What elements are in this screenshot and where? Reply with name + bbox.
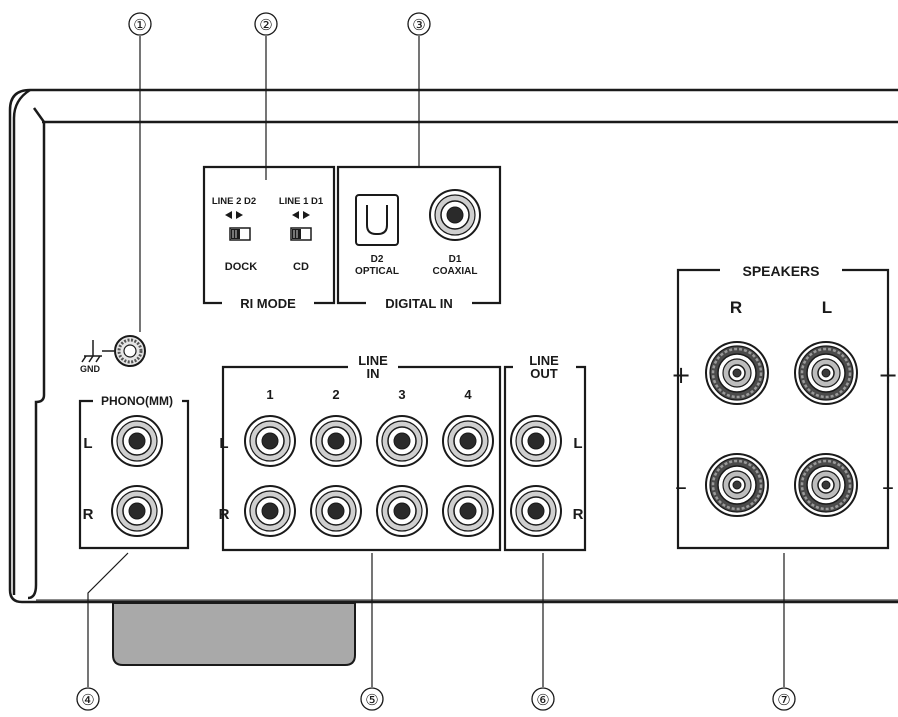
line-in-3-l-jack[interactable] xyxy=(376,415,428,467)
post-center xyxy=(821,368,831,378)
coaxial-id: D1 xyxy=(449,254,462,265)
chassis-outline xyxy=(8,88,898,604)
line-out-right-label: R xyxy=(573,506,584,523)
line-in-channel-1: 1 xyxy=(266,387,273,402)
digital-in-group: DIGITAL IN D2 OPTICAL D1 COAXIAL xyxy=(336,165,502,311)
post-center xyxy=(732,368,742,378)
line-in-title-2: IN xyxy=(367,366,380,381)
callout-markers xyxy=(76,12,796,711)
phono-r-jack[interactable] xyxy=(111,485,163,537)
jack-center-pin xyxy=(527,432,545,450)
line-in-1-l-jack[interactable] xyxy=(244,415,296,467)
callout-numbers: ① ② ③ ④ ⑤ ⑥ ⑦ xyxy=(81,16,790,709)
line-out-title-1: LINE xyxy=(529,353,559,368)
ri-switch-2-top: LINE 1 D1 xyxy=(279,196,324,207)
jack-center-pin xyxy=(446,206,464,224)
jack-center-pin xyxy=(261,432,279,450)
callout-3: ③ xyxy=(412,16,425,34)
line-in-channel-3: 3 xyxy=(398,387,405,402)
speaker-r-plus-terminal[interactable] xyxy=(705,341,769,405)
line-in-2-l-jack[interactable] xyxy=(310,415,362,467)
jack-center-pin xyxy=(128,502,146,520)
line-in-channel-4: 4 xyxy=(464,387,472,402)
jack-center-pin xyxy=(459,432,477,450)
line-in-4-l-jack[interactable] xyxy=(442,415,494,467)
post-knurl-texture xyxy=(711,459,763,511)
phono-right-label: R xyxy=(83,506,94,523)
gnd-screw-knurl xyxy=(117,338,143,364)
jack-center-pin xyxy=(393,432,411,450)
speaker-l-minus-terminal[interactable] xyxy=(794,453,858,517)
speaker-r-minus-terminal[interactable] xyxy=(705,453,769,517)
callout-4: ④ xyxy=(81,691,94,709)
line-out-group: LINE OUT L R xyxy=(503,353,587,552)
callout-6: ⑥ xyxy=(536,691,549,709)
ri-switch-dock[interactable] xyxy=(229,227,251,241)
speaker-minus-right: – xyxy=(882,473,894,501)
ri-switch-1-bottom: DOCK xyxy=(225,261,257,273)
phono-group: PHONO(MM) L R xyxy=(78,394,190,550)
post-center xyxy=(821,480,831,490)
line-in-right-label: R xyxy=(219,506,230,523)
jack-center-pin xyxy=(128,432,146,450)
jack-center-pin xyxy=(527,502,545,520)
line-in-group: LINE IN 1 2 3 4 L R xyxy=(219,353,502,552)
speaker-plus-left: + xyxy=(671,361,691,389)
jack-center-pin xyxy=(327,432,345,450)
line-out-title-2: OUT xyxy=(530,366,558,381)
ri-switch-1-top: LINE 2 D2 xyxy=(212,196,256,207)
speaker-right-label: R xyxy=(730,298,742,317)
optical-id: D2 xyxy=(371,254,384,265)
phono-l-jack[interactable] xyxy=(111,415,163,467)
speaker-l-plus-terminal[interactable] xyxy=(794,341,858,405)
digital-in-title: DIGITAL IN xyxy=(385,296,452,311)
optical-label: OPTICAL xyxy=(355,266,399,277)
callout-leaders xyxy=(87,36,785,687)
speaker-plus-right: + xyxy=(878,361,898,389)
jack-center-pin xyxy=(327,502,345,520)
gnd-terminal: GND xyxy=(80,335,146,374)
line-in-1-r-jack[interactable] xyxy=(244,485,296,537)
line-out-l-jack[interactable] xyxy=(510,415,562,467)
optical-jack[interactable] xyxy=(355,194,399,246)
gnd-label: GND xyxy=(80,364,101,374)
speakers-title: SPEAKERS xyxy=(742,263,819,279)
line-in-left-label: L xyxy=(219,435,228,452)
coaxial-label: COAXIAL xyxy=(433,266,478,277)
line-in-channel-2: 2 xyxy=(332,387,339,402)
line-out-left-label: L xyxy=(573,435,582,452)
ri-mode-title: RI MODE xyxy=(240,296,296,311)
speaker-left-label: L xyxy=(822,298,832,317)
arrow-left-right-icon xyxy=(225,211,310,219)
ri-switch-2-bottom: CD xyxy=(293,261,309,273)
callout-2: ② xyxy=(259,16,272,34)
post-knurl-texture xyxy=(711,347,763,399)
chassis-foot xyxy=(112,602,356,666)
phono-left-label: L xyxy=(83,435,92,452)
ground-icon xyxy=(81,340,114,363)
ri-mode-group: RI MODE LINE 2 D2 LINE 1 D1 DOCK CD xyxy=(202,165,336,311)
gnd-screw-center xyxy=(123,344,137,358)
jack-center-pin xyxy=(393,502,411,520)
callout-5: ⑤ xyxy=(365,691,378,709)
ri-switch-cd[interactable] xyxy=(290,227,312,241)
line-in-title-1: LINE xyxy=(358,353,388,368)
jack-center-pin xyxy=(459,502,477,520)
callout-7: ⑦ xyxy=(777,691,790,709)
speaker-minus-left: – xyxy=(675,473,687,501)
phono-title: PHONO(MM) xyxy=(101,394,173,408)
line-in-3-r-jack[interactable] xyxy=(376,485,428,537)
line-in-4-r-jack[interactable] xyxy=(442,485,494,537)
post-center xyxy=(732,480,742,490)
callout-1: ① xyxy=(133,16,146,34)
line-out-r-jack[interactable] xyxy=(510,485,562,537)
speakers-group: SPEAKERS R L + + – – xyxy=(671,263,898,550)
line-in-2-r-jack[interactable] xyxy=(310,485,362,537)
post-knurl-texture xyxy=(800,459,852,511)
jack-center-pin xyxy=(261,502,279,520)
coaxial-jack[interactable] xyxy=(429,189,481,241)
post-knurl-texture xyxy=(800,347,852,399)
